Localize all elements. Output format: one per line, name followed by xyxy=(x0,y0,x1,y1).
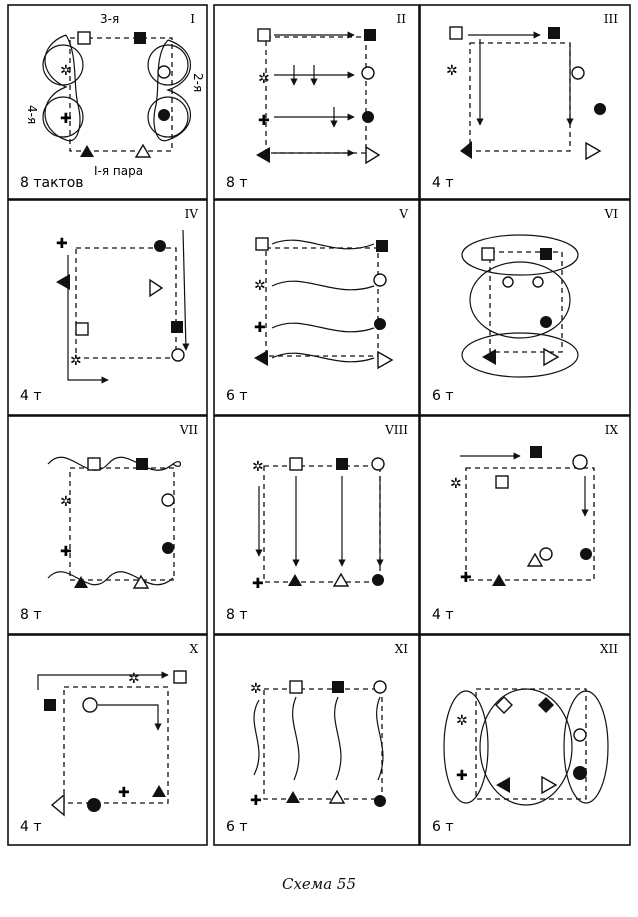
panel-tempo: 4 т xyxy=(432,607,454,623)
panel-numeral: XII xyxy=(600,642,618,656)
panel-tempo: 4 т xyxy=(432,175,454,191)
panel-frame xyxy=(213,415,420,635)
panel-frame xyxy=(213,634,420,846)
panel-2: II ✲ ✚ 8 т xyxy=(213,4,420,200)
svg-text:✲: ✲ xyxy=(60,494,72,510)
svg-text:✲: ✲ xyxy=(258,71,270,87)
panel-tempo: 8 т xyxy=(20,607,42,623)
panel-tempo: 8 т xyxy=(226,607,248,623)
panel-10: X ✲ ✚ 4 т xyxy=(7,634,208,846)
panel-frame xyxy=(419,634,631,846)
panel-numeral: I xyxy=(190,12,195,26)
svg-text:✲: ✲ xyxy=(128,671,140,687)
figure-caption: Схема 55 xyxy=(281,875,357,893)
svg-text:✚: ✚ xyxy=(56,236,68,252)
couple-label-right: 2-я xyxy=(191,73,205,92)
panel-numeral: III xyxy=(604,12,618,26)
svg-text:✲: ✲ xyxy=(252,459,264,475)
panel-tempo: 6 т xyxy=(226,819,248,835)
svg-text:✚: ✚ xyxy=(60,111,72,127)
panel-frame xyxy=(7,199,208,416)
panel-numeral: IV xyxy=(185,207,199,221)
panel-frame xyxy=(7,4,208,200)
panel-4: IV ✚ ✲ 4 т xyxy=(7,199,208,416)
panel-numeral: V xyxy=(398,207,408,221)
couple-label-left: 4-я xyxy=(25,105,39,124)
svg-text:✲: ✲ xyxy=(450,476,462,492)
panel-12: XII ✲ ✚ 6 т xyxy=(419,634,631,846)
panel-frame xyxy=(7,415,208,635)
svg-text:✲: ✲ xyxy=(60,63,72,79)
panel-tempo: 6 т xyxy=(432,819,454,835)
panel-numeral: IX xyxy=(605,423,619,437)
panel-frame xyxy=(213,199,420,416)
svg-text:✲: ✲ xyxy=(446,63,458,79)
svg-text:✚: ✚ xyxy=(254,320,266,336)
panel-numeral: VI xyxy=(604,207,619,221)
svg-text:✚: ✚ xyxy=(60,544,72,560)
panel-frame xyxy=(419,4,631,200)
svg-text:✚: ✚ xyxy=(252,576,264,592)
svg-text:✚: ✚ xyxy=(250,793,262,809)
couple-label-top: 3-я xyxy=(100,12,119,26)
panel-numeral: VII xyxy=(179,423,198,437)
panel-numeral: VIII xyxy=(384,423,408,437)
svg-text:✚: ✚ xyxy=(118,785,130,801)
couple-label-bottom: I-я пара xyxy=(94,164,143,178)
panel-3: III ✲ 4 т xyxy=(419,4,631,200)
svg-text:✲: ✲ xyxy=(70,353,82,369)
panel-tempo: 8 тактов xyxy=(20,175,84,191)
svg-text:✲: ✲ xyxy=(250,681,262,697)
panel-tempo: 8 т xyxy=(226,175,248,191)
panel-6: VI 6 т xyxy=(419,199,631,416)
panel-numeral: II xyxy=(397,12,407,26)
panel-tempo: 4 т xyxy=(20,819,42,835)
panel-frame xyxy=(7,634,208,846)
panel-9: IX ✲ ✚ 4 т xyxy=(419,415,631,635)
panel-8: VIII ✲ ✚ 8 т xyxy=(213,415,420,635)
panel-frame xyxy=(419,415,631,635)
panel-1: I 3-я 4-я 2-я I-я пара ✲ ✚ 8 тактов xyxy=(7,4,208,200)
panel-tempo: 6 т xyxy=(432,388,454,404)
svg-text:✚: ✚ xyxy=(460,570,472,586)
panel-numeral: XI xyxy=(395,642,409,656)
svg-text:✚: ✚ xyxy=(456,768,468,784)
panel-frame xyxy=(419,199,631,416)
panel-frame xyxy=(213,4,420,200)
panel-7: VII ✲ ✚ 8 т xyxy=(7,415,208,635)
panel-tempo: 6 т xyxy=(226,388,248,404)
svg-text:✚: ✚ xyxy=(258,113,270,129)
panel-11: XI ✲ ✚ 6 т xyxy=(213,634,420,846)
svg-text:✲: ✲ xyxy=(254,278,266,294)
panel-numeral: X xyxy=(189,642,198,656)
svg-text:✲: ✲ xyxy=(456,713,468,729)
panel-5: V ✲ ✚ 6 т xyxy=(213,199,420,416)
panel-tempo: 4 т xyxy=(20,388,42,404)
